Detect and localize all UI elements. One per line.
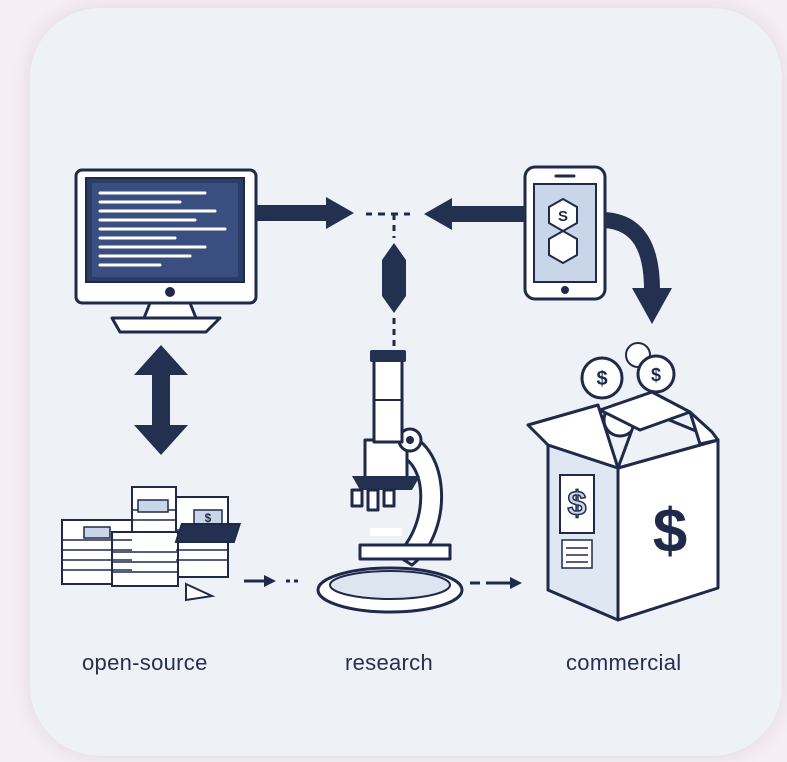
money-box-icon: $ $ $ $ — [526, 342, 720, 622]
coin-dollar-glyph-2: $ — [651, 365, 661, 385]
arrow-phone-to-research — [424, 198, 525, 230]
box-dollar-glyph: $ — [653, 497, 687, 566]
label-open-source: open-source — [82, 650, 208, 675]
computer-monitor-icon — [74, 168, 258, 334]
label-research: research — [345, 650, 433, 675]
box-label-dollar-glyph: $ — [568, 485, 587, 523]
arrow-computer-to-research — [256, 197, 354, 229]
double-arrow-computer-stack — [134, 345, 188, 455]
microscope-icon — [174, 350, 464, 614]
label-commercial: commercial — [566, 650, 682, 675]
coin-dollar-glyph-1: $ — [596, 368, 607, 390]
document-stack-icon: $ — [61, 486, 229, 602]
arrow-research-to-commercial — [470, 577, 522, 589]
phone-s-glyph: S — [558, 208, 568, 225]
stack-dollar-glyph: $ — [205, 511, 212, 525]
smartphone-icon: S — [523, 165, 607, 301]
arrow-phone-to-commercial — [603, 212, 672, 324]
junction-connector — [366, 212, 410, 346]
arrow-stack-to-research — [244, 575, 300, 587]
